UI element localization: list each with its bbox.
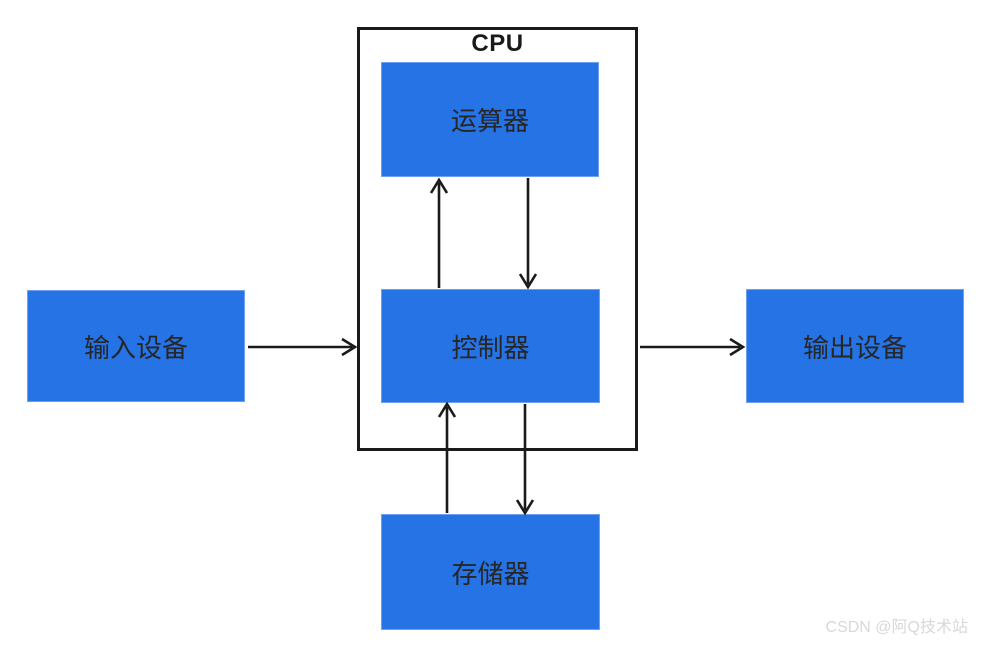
arrow-controller-to-output	[640, 337, 746, 357]
node-memory: 存储器	[381, 514, 600, 630]
node-controller: 控制器	[381, 289, 600, 403]
cpu-boundary-box	[357, 27, 638, 451]
arrow-input-to-controller	[248, 337, 358, 357]
node-alu: 运算器	[381, 62, 599, 177]
node-output: 输出设备	[746, 289, 964, 403]
cpu-label: CPU	[471, 30, 524, 57]
watermark: CSDN @阿Q技术站	[825, 619, 968, 636]
node-input: 输入设备	[27, 290, 245, 402]
